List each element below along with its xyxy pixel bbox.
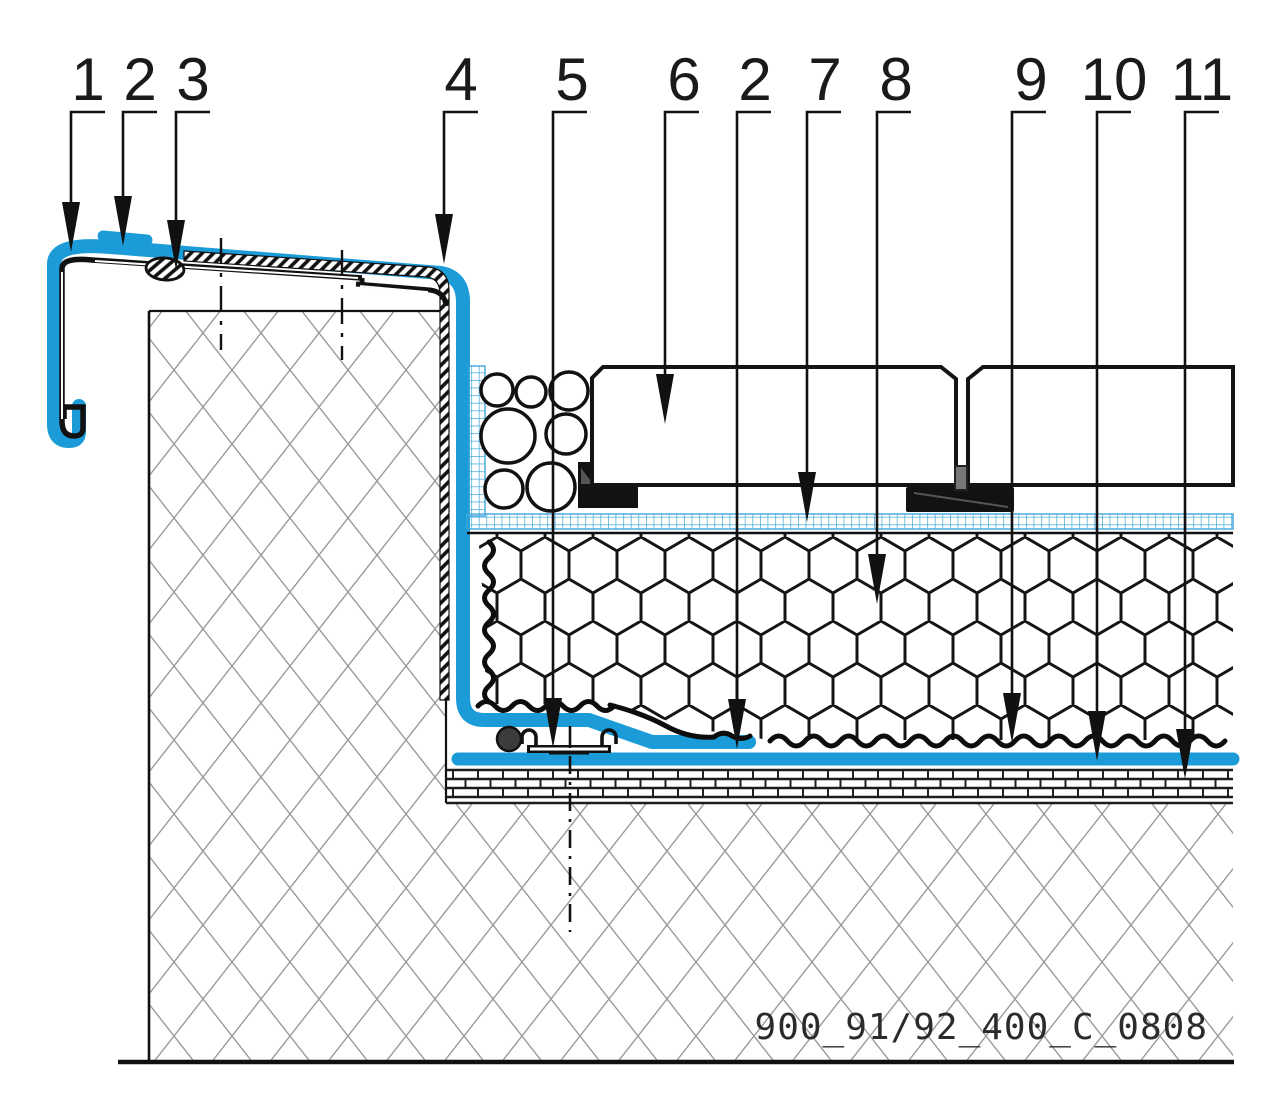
callout-9-label: 9 [1014, 46, 1047, 113]
deck-screed-layer [446, 768, 1233, 805]
callout-2: 2 [114, 46, 157, 246]
arrowhead [167, 220, 185, 270]
arrowhead [114, 196, 132, 246]
coping-fixing-anchor [144, 256, 186, 282]
membrane-lap-patch [97, 230, 153, 246]
coping-outer-sheet [59, 256, 363, 439]
edge-pedestal [578, 462, 638, 508]
protection-mesh-layer [466, 365, 1234, 530]
fleece-wave-right [767, 733, 1228, 749]
arrowhead [435, 214, 453, 264]
insulation-honeycomb [467, 534, 1233, 740]
screed-ticks [446, 770, 1233, 797]
callout-4-label: 4 [444, 46, 477, 113]
paving-slab-left [590, 365, 958, 487]
masonry-cross-hatch [149, 311, 1233, 1061]
callout-10-label: 10 [1081, 46, 1148, 113]
callout-11: 11 [1171, 46, 1233, 779]
coping-sheet-core [61, 260, 359, 419]
bonded-flashing-strip [183, 250, 450, 701]
callouts: 1 2 3 4 5 6 [62, 46, 1233, 779]
callout-8: 8 [868, 46, 913, 604]
arrowhead [1088, 711, 1106, 761]
callout-6-label: 6 [667, 46, 700, 113]
drawing-code: 900_91/92_400_C_0808 [755, 1007, 1208, 1048]
callout-8-label: 8 [879, 46, 912, 113]
callout-1: 1 [62, 46, 105, 252]
metal-coping-profile [59, 238, 449, 439]
rail-left-curl [520, 728, 538, 747]
waterproofing-membrane [47, 230, 756, 749]
callout-2b: 2 [728, 46, 772, 749]
callout-5-label: 5 [555, 46, 588, 113]
arrowhead [798, 472, 816, 522]
coping-inner-sheet [355, 278, 449, 307]
membrane-fixing-rail [495, 725, 618, 932]
callout-2-label: 2 [123, 46, 156, 113]
callout-6: 6 [656, 46, 701, 424]
sealant-bead [495, 725, 523, 753]
arrowhead [1003, 693, 1021, 743]
callout-1-label: 1 [71, 46, 104, 113]
callout-2b-label: 2 [738, 46, 771, 113]
thermal-insulation [467, 531, 1233, 740]
callout-7: 7 [798, 46, 842, 522]
joint-spacer-tab [954, 465, 968, 491]
callout-9: 9 [1003, 46, 1048, 743]
callout-4: 4 [435, 46, 478, 264]
rail-right-curl [600, 728, 618, 747]
membrane-main-run [47, 239, 756, 749]
arrowhead [62, 202, 80, 252]
arrowhead [1176, 729, 1194, 779]
arrowhead [728, 699, 746, 749]
callout-3: 3 [167, 46, 210, 270]
callout-11-label: 11 [1171, 46, 1233, 113]
callout-5: 5 [544, 46, 589, 748]
callout-3-label: 3 [176, 46, 209, 113]
arrowhead [544, 698, 562, 748]
paving-slab-right [966, 365, 1235, 487]
paving-assembly [578, 365, 1235, 512]
callout-10: 10 [1081, 46, 1148, 761]
coping-inner-core [359, 285, 429, 293]
mesh-horizontal-strip [466, 513, 1234, 530]
callout-7-label: 7 [808, 46, 841, 113]
joint-pedestal-highlight [913, 492, 1009, 508]
arrowhead [868, 554, 886, 604]
screed-course-lines [446, 768, 1233, 805]
fleece-upturn-wave [482, 539, 496, 705]
arrowhead [656, 374, 674, 424]
gravel-ballast [479, 370, 590, 513]
